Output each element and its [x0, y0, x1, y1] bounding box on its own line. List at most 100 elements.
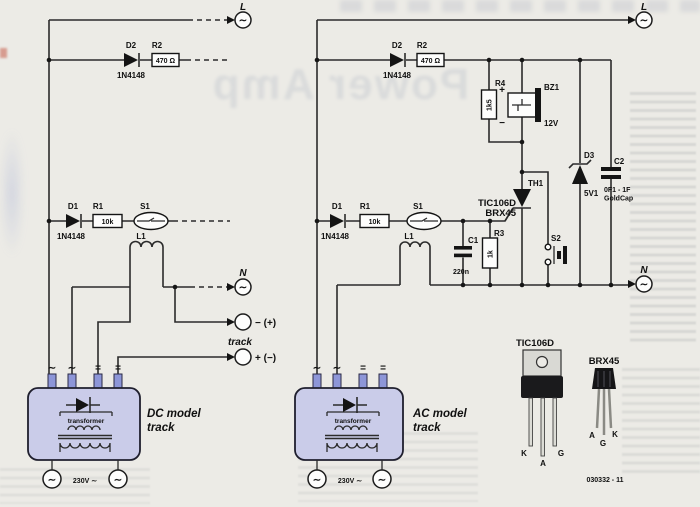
th1-ref: TH1 — [528, 179, 544, 188]
r4-value: 1k5 — [487, 99, 494, 111]
right-inductor-l1: L1 — [399, 232, 431, 248]
brx45-pin-k: K — [612, 430, 618, 439]
package-brx45: BRX45 A G K — [589, 356, 620, 448]
dc-model-caption-line2: track — [147, 422, 175, 434]
tic106d-pin-k: K — [521, 449, 527, 458]
right-thyristor-th1: TH1 TIC106D BRX45 — [478, 179, 544, 222]
ac-terminal-mark: ∼ — [48, 363, 56, 374]
right-reed-switch-s1: S1 — [406, 202, 442, 231]
s1-ref: S1 — [413, 202, 423, 211]
left-terminal-l: ∼ L — [227, 2, 252, 29]
right-resistor-r4: 1k5 R4 — [480, 79, 506, 120]
left-resistor-r2: 470 Ω R2 — [151, 41, 180, 68]
left-terminal-n: ∼ N — [227, 268, 252, 296]
dc-terminal-mark: = — [380, 363, 386, 374]
r2-ref: R2 — [417, 41, 428, 50]
c1-value: 220n — [453, 269, 469, 276]
th1-part1: TIC106D — [478, 198, 516, 209]
r1-value: 10k — [102, 219, 114, 226]
d3-ref: D3 — [584, 151, 595, 160]
mains-voltage-label: 230V ∼ — [73, 478, 97, 485]
l1-ref: L1 — [136, 232, 146, 241]
ac-symbol: ∼ — [48, 475, 56, 486]
track-label: track — [228, 337, 252, 348]
r1-ref: R1 — [360, 202, 371, 211]
terminal-label-l: L — [240, 2, 246, 13]
ac-terminal-mark: ∼ — [333, 363, 341, 374]
mains-voltage-label: 230V ∼ — [338, 478, 362, 485]
left-track-output-minus: − (+) track — [227, 313, 276, 348]
bleedthrough-top-bar — [340, 0, 700, 12]
right-capacitor-c2: C2 0F1 - 1F GoldCap — [601, 157, 633, 203]
right-diode-d2: D2 1N4148 — [383, 41, 412, 80]
tic106d-pin-a: A — [540, 459, 546, 468]
tic106d-name: TIC106D — [516, 338, 554, 349]
ac-model-caption-line2: track — [413, 422, 441, 434]
ac-symbol: ∼ — [640, 280, 648, 291]
track-plus-label: + (−) — [255, 353, 276, 364]
d1-part: 1N4148 — [321, 232, 350, 241]
right-capacitor-c1: C1 220n — [453, 236, 479, 276]
ac-terminal-mark: ∼ — [313, 363, 321, 374]
terminal-label-n: N — [640, 265, 648, 276]
dc-terminal-mark: = — [115, 363, 121, 374]
bz1-value: 12V — [544, 119, 559, 128]
s1-ref: S1 — [140, 202, 150, 211]
r1-ref: R1 — [93, 202, 104, 211]
d1-ref: D1 — [68, 202, 79, 211]
bz1-minus: − — [499, 118, 505, 129]
dc-terminal-mark: = — [95, 363, 101, 374]
d1-ref: D1 — [332, 202, 343, 211]
bleedthrough-text-column — [630, 92, 696, 342]
d2-ref: D2 — [126, 41, 137, 50]
ac-symbol: ∼ — [239, 16, 247, 27]
right-terminal-n: ∼ N — [628, 265, 653, 293]
ac-symbol: ∼ — [114, 475, 122, 486]
figure-number: 030332 - 11 — [587, 477, 624, 484]
s2-ref: S2 — [551, 234, 561, 243]
ac-symbol: ∼ — [378, 475, 386, 486]
r2-value: 470 Ω — [156, 58, 176, 65]
left-circuit: ∼ L ∼ N D2 1N4148 470 Ω R2 — [27, 2, 276, 489]
ac-terminal-mark: ∼ — [68, 363, 76, 374]
bz1-plus: + — [499, 85, 505, 96]
right-zener-d3: D3 5V1 — [568, 151, 599, 198]
package-tic106d: TIC106D K A G — [516, 338, 564, 468]
bleedthrough-blue-blob — [0, 128, 24, 258]
ac-symbol: ∼ — [313, 475, 321, 486]
d1-part: 1N4148 — [57, 232, 86, 241]
r2-ref: R2 — [152, 41, 163, 50]
dc-terminal-mark: = — [360, 363, 366, 374]
ac-symbol: ∼ — [239, 283, 247, 294]
left-reed-switch-s1: S1 — [133, 202, 169, 231]
left-inductor-l1: L1 — [129, 232, 164, 248]
brx45-pin-a: A — [589, 431, 595, 440]
d2-part: 1N4148 — [117, 71, 146, 80]
transformer-text: transformer — [68, 418, 105, 425]
left-wires — [46, 19, 230, 374]
right-wires — [314, 19, 628, 374]
r2-value: 470 Ω — [421, 58, 441, 65]
right-buzzer-bz1: + − BZ1 12V — [499, 83, 560, 129]
th1-part2: BRX45 — [485, 208, 516, 219]
d3-value: 5V1 — [584, 189, 599, 198]
d2-part: 1N4148 — [383, 71, 412, 80]
r3-ref: R3 — [494, 229, 505, 238]
left-resistor-r1: 10k R1 — [92, 202, 123, 229]
left-diode-d2: D2 1N4148 — [117, 41, 146, 80]
tic106d-pin-g: G — [558, 449, 564, 458]
brx45-pin-g: G — [600, 439, 606, 448]
d2-ref: D2 — [392, 41, 403, 50]
track-minus-label: − (+) — [255, 318, 276, 329]
r1-value: 10k — [369, 219, 381, 226]
bleedthrough-text-block-lower-right — [622, 368, 700, 476]
dc-model-caption-line1: DC model — [147, 408, 201, 420]
brx45-name: BRX45 — [589, 356, 620, 367]
c2-value: 0F1 - 1F — [604, 187, 631, 194]
c1-ref: C1 — [468, 236, 479, 245]
c2-value2: GoldCap — [604, 196, 633, 203]
right-resistor-r2: 470 Ω R2 — [416, 41, 445, 68]
right-terminal-l: ∼ L — [628, 2, 653, 29]
